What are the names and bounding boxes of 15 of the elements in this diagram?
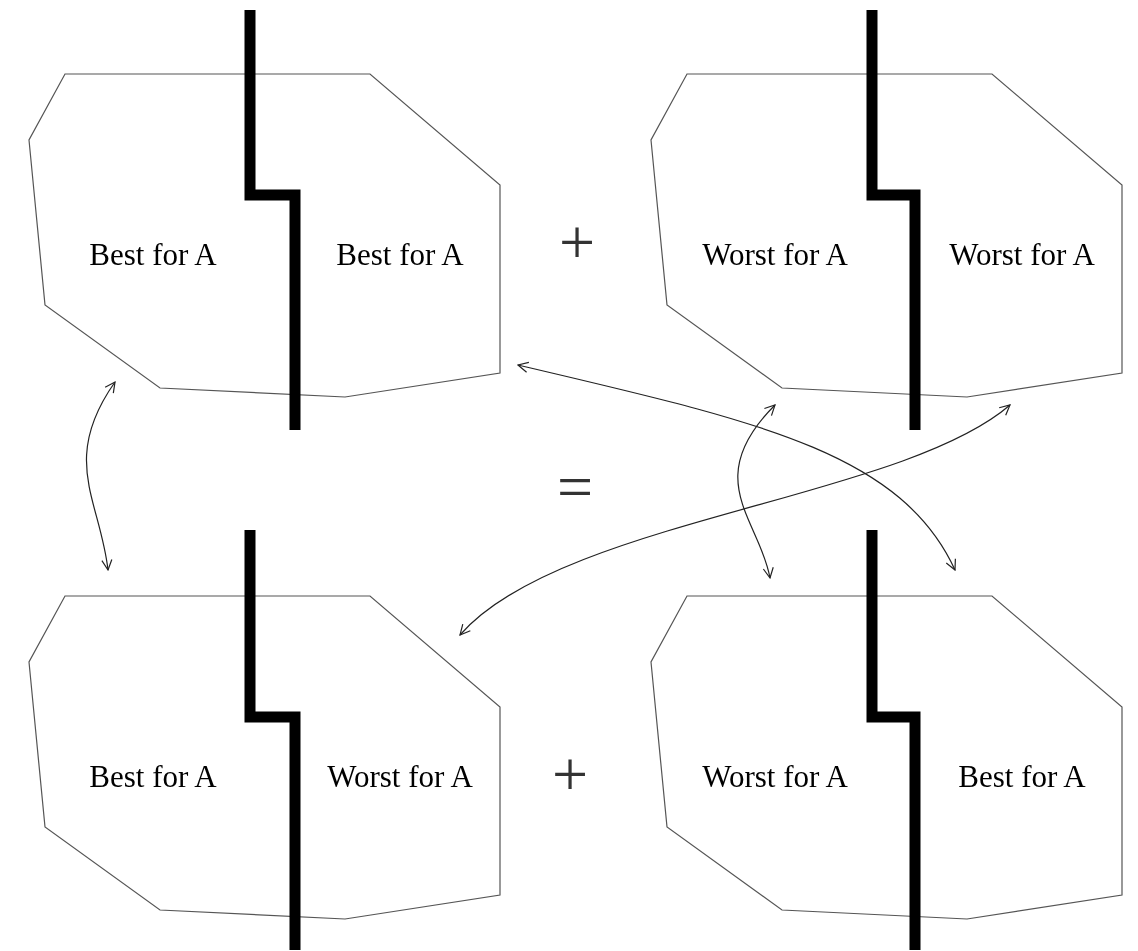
double-arrow [85,381,116,571]
region-label: Worst for A [327,759,473,795]
region-label: Best for A [89,759,217,795]
math-symbol: = [556,455,594,519]
region-label: Best for A [336,237,464,273]
double-arrow [517,361,956,571]
region-label: Best for A [89,237,217,273]
math-symbol: + [558,211,596,275]
region-label: Best for A [958,759,1086,795]
double-arrow [737,404,776,579]
math-symbol: + [551,743,589,807]
region-label: Worst for A [702,759,848,795]
region-label: Worst for A [949,237,1095,273]
double-arrow [459,404,1011,636]
region-label: Worst for A [702,237,848,273]
